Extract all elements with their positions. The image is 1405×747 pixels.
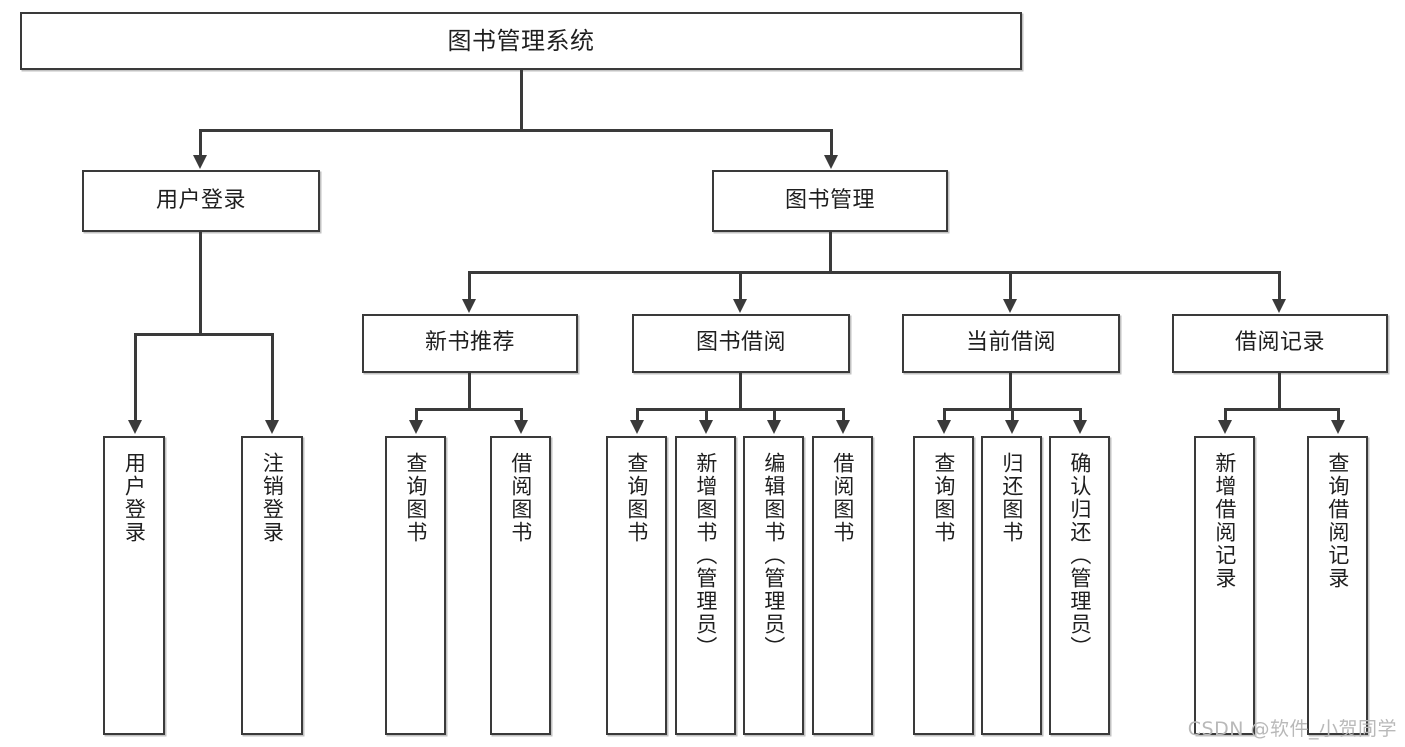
connector-new-book-bus	[415, 408, 521, 411]
arrowhead-leaf-current-borrow-3	[1073, 420, 1087, 434]
connector-root-to-user-login	[199, 129, 202, 157]
arrowhead-leaf-current-borrow-1	[937, 420, 951, 434]
connector-book-borrow-drop-4	[842, 408, 845, 421]
arrowhead-leaf-borrow-record-1	[1218, 420, 1232, 434]
node-label: 查询图书	[624, 452, 649, 544]
connector-new-book-drop-2	[520, 408, 523, 421]
connector-book-borrow-drop-3	[773, 408, 776, 421]
leaf-current-borrow-return[interactable]: 归还图书	[981, 436, 1042, 735]
connector-current-borrow-drop-3	[1079, 408, 1082, 421]
arrowhead-book-manage	[824, 155, 838, 169]
leaf-current-borrow-query[interactable]: 查询图书	[913, 436, 974, 735]
arrowhead-leaf-borrow-record-2	[1331, 420, 1345, 434]
connector-root-bus	[199, 129, 832, 132]
connector-user-login-drop-1	[134, 333, 137, 421]
arrowhead-user-login	[193, 155, 207, 169]
arrowhead-leaf-new-book-2	[514, 420, 528, 434]
connector-book-manage-drop-1	[468, 271, 471, 300]
leaf-user-login-login[interactable]: 用户登录	[103, 436, 165, 735]
node-user-login[interactable]: 用户登录	[82, 170, 320, 232]
leaf-book-borrow-borrow[interactable]: 借阅图书	[812, 436, 873, 735]
connector-new-book-stem	[468, 373, 471, 409]
connector-user-login-bus	[134, 333, 272, 336]
node-label: 借阅图书	[830, 452, 855, 544]
node-label: 新增借阅记录	[1212, 452, 1237, 590]
arrowhead-leaf-book-borrow-4	[836, 420, 850, 434]
connector-borrow-record-drop-2	[1337, 408, 1340, 421]
arrowhead-leaf-book-borrow-3	[767, 420, 781, 434]
arrowhead-new-book	[462, 299, 476, 313]
node-label: 借阅图书	[508, 452, 533, 544]
leaf-borrow-record-add[interactable]: 新增借阅记录	[1194, 436, 1255, 735]
arrowhead-book-borrow	[733, 299, 747, 313]
node-book-borrow[interactable]: 图书借阅	[632, 314, 850, 373]
node-label: 编辑图书（管理员）	[761, 452, 786, 659]
connector-current-borrow-drop-2	[1011, 408, 1014, 421]
leaf-new-book-borrow[interactable]: 借阅图书	[490, 436, 551, 735]
arrowhead-leaf-new-book-1	[409, 420, 423, 434]
connector-book-manage-drop-2	[739, 271, 742, 300]
node-label: 用户登录	[155, 187, 246, 213]
arrowhead-leaf-book-borrow-2	[699, 420, 713, 434]
arrowhead-leaf-user-login-1	[128, 420, 142, 434]
node-label: 查询图书	[403, 452, 428, 544]
connector-book-borrow-stem	[739, 373, 742, 409]
node-label: 新增图书（管理员）	[693, 452, 718, 659]
connector-book-manage-drop-4	[1278, 271, 1281, 300]
leaf-current-borrow-confirm[interactable]: 确认归还（管理员）	[1049, 436, 1110, 735]
leaf-book-borrow-query[interactable]: 查询图书	[606, 436, 667, 735]
node-label: 当前借阅	[965, 330, 1056, 356]
watermark: CSDN @软件_小贺同学	[1187, 718, 1397, 740]
node-book-manage[interactable]: 图书管理	[712, 170, 948, 232]
arrowhead-leaf-user-login-2	[265, 420, 279, 434]
node-label: 图书借阅	[695, 330, 786, 356]
leaf-new-book-query[interactable]: 查询图书	[385, 436, 446, 735]
node-borrow-record[interactable]: 借阅记录	[1172, 314, 1388, 373]
arrowhead-borrow-record	[1272, 299, 1286, 313]
connector-current-borrow-stem	[1009, 373, 1012, 409]
node-label: 图书管理	[784, 187, 875, 213]
connector-user-login-drop-2	[271, 333, 274, 421]
connector-new-book-drop-1	[415, 408, 418, 421]
arrowhead-current-borrow	[1003, 299, 1017, 313]
node-label: 查询图书	[931, 452, 956, 544]
node-label: 查询借阅记录	[1325, 452, 1350, 590]
node-label: 用户登录	[122, 452, 147, 544]
connector-book-manage-bus	[468, 271, 1280, 274]
arrowhead-leaf-current-borrow-2	[1005, 420, 1019, 434]
connector-borrow-record-drop-1	[1224, 408, 1227, 421]
connector-book-manage-drop-3	[1009, 271, 1012, 300]
leaf-book-borrow-add[interactable]: 新增图书（管理员）	[675, 436, 736, 735]
node-label: 注销登录	[260, 452, 285, 544]
leaf-borrow-record-query[interactable]: 查询借阅记录	[1307, 436, 1368, 735]
connector-book-borrow-drop-2	[705, 408, 708, 421]
node-current-borrow[interactable]: 当前借阅	[902, 314, 1120, 373]
connector-user-login-stem	[199, 232, 202, 334]
node-label: 借阅记录	[1234, 330, 1325, 356]
connector-current-borrow-drop-1	[943, 408, 946, 421]
leaf-user-login-logout[interactable]: 注销登录	[241, 436, 303, 735]
node-root-system[interactable]: 图书管理系统	[20, 12, 1022, 70]
node-new-book[interactable]: 新书推荐	[362, 314, 578, 373]
arrowhead-leaf-book-borrow-1	[630, 420, 644, 434]
connector-root-stem	[520, 70, 523, 130]
connector-borrow-record-stem	[1278, 373, 1281, 409]
node-label: 归还图书	[999, 452, 1024, 544]
node-label: 新书推荐	[424, 330, 515, 356]
connector-root-to-book-manage	[830, 129, 833, 157]
connector-book-borrow-drop-1	[636, 408, 639, 421]
node-label: 图书管理系统	[447, 26, 595, 55]
leaf-book-borrow-edit[interactable]: 编辑图书（管理员）	[743, 436, 804, 735]
connector-borrow-record-bus	[1224, 408, 1338, 411]
connector-book-borrow-bus	[636, 408, 844, 411]
node-label: 确认归还（管理员）	[1067, 452, 1092, 659]
connector-book-manage-stem	[829, 232, 832, 272]
